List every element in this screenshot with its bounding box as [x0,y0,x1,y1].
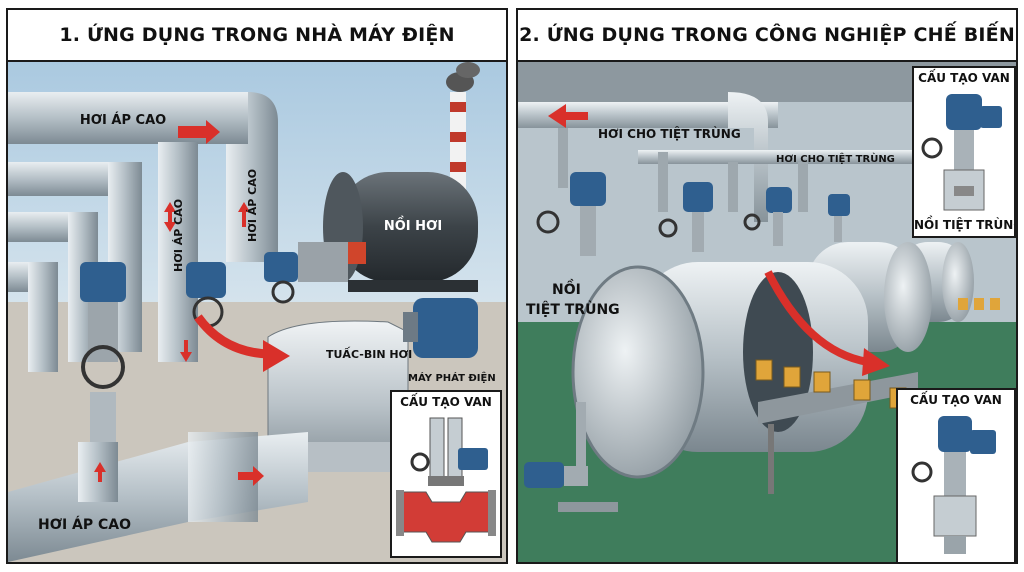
retort-label-line2: TIỆT TRÙNG [526,300,620,318]
food-processing-panel: 2. ỨNG DỤNG TRONG CÔNG NGHIỆP CHẾ BIẾN [516,8,1018,564]
food-processing-header: 2. ỨNG DỤNG TRONG CÔNG NGHIỆP CHẾ BIẾN [518,10,1016,62]
generator [403,298,478,358]
power-plant-panel: 1. ỨNG DỤNG TRONG NHÀ MÁY ĐIỆN [6,8,508,564]
steam-vertical-label-1: HƠI ÁP CAO [172,199,185,272]
steam-vertical-label-2: HƠI ÁP CAO [246,169,259,242]
valve-assembly-illustration-top [921,94,1002,211]
flow-arrow-bottom-up-icon [94,462,106,482]
valve-structure-inset-bottom: CẤU TẠO VAN [896,388,1016,562]
steam-direction-arrow-icon [548,104,588,128]
food-processing-title: 2. ỨNG DỤNG TRONG CÔNG NGHIỆP CHẾ BIẾN [519,24,1015,46]
retort-valves [536,172,850,256]
sterilization-steam-label-1: HƠI CHO TIỆT TRÙNG [598,126,741,141]
flow-arrow-updown-icon [164,202,176,232]
retort-caption: NỒI TIỆT TRÙNG [914,218,1016,232]
flow-arrow-down-icon [180,340,192,362]
retort-label-line1: NỒI [552,279,581,298]
valve-assembly-illustration-bottom [911,416,996,554]
food-processing-illustration: HƠI CHO TIỆT TRÙNG HƠI CHO TIỆT TRÙNG [518,62,1016,562]
steam-top-label: HƠI ÁP CAO [80,112,166,128]
food-processing-scene: HƠI CHO TIỆT TRÙNG HƠI CHO TIỆT TRÙNG [518,62,1016,562]
power-plant-title: 1. ỨNG DỤNG TRONG NHÀ MÁY ĐIỆN [59,24,455,46]
flow-arrow-up-icon [238,202,250,227]
process-arrow-head-icon [263,340,290,372]
sterilization-process-arrow [764,270,869,366]
valve-structure-title-top: CẤU TẠO VAN [918,71,1010,85]
control-valve-right [264,252,298,304]
power-plant-header: 1. ỨNG DỤNG TRONG NHÀ MÁY ĐIỆN [8,10,506,62]
steam-bottom-label: HƠI ÁP CAO [38,516,131,533]
process-arrow [194,314,269,359]
boiler-label: NỒI HƠI [384,216,442,234]
valve-structure-title-left: CẤU TẠO VAN [400,395,492,409]
valve-cutaway-illustration [396,417,496,543]
flow-arrow-bottom-icon [238,466,264,486]
circulation-pump [524,402,618,512]
valve-structure-inset-left: CẤU TẠO VAN [390,390,502,558]
valve-structure-title-bottom: CẤU TẠO VAN [910,393,1002,407]
sterilization-arrow-head-icon [862,348,890,376]
turbine-label: TUẤC-BIN HƠI [326,346,412,361]
flow-arrow-right-icon [178,120,220,144]
control-valve-left [80,262,126,452]
sterilization-steam-label-2: HƠI CHO TIỆT TRÙNG [776,152,895,165]
generator-label: MÁY PHÁT ĐIỆN [408,371,496,384]
retort-vessels [571,242,974,479]
valve-structure-inset-top: CẤU TẠO VAN NỒI TIỆT TRÙNG [912,66,1016,238]
background-building [298,242,348,282]
